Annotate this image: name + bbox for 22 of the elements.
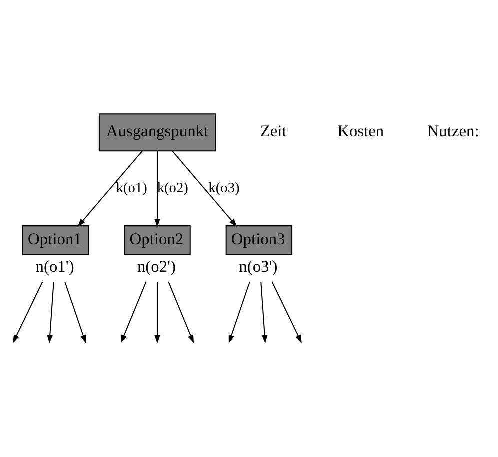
arrow — [154, 282, 160, 344]
arrow — [77, 150, 142, 228]
node-label: n(o3') — [238, 257, 278, 276]
node-label: n(o1') — [35, 257, 74, 276]
arrow — [172, 150, 237, 228]
arrow — [260, 282, 268, 344]
node-label: n(o2') — [136, 257, 176, 276]
arrow — [12, 282, 43, 344]
label: Zeit — [260, 122, 286, 140]
arrow — [46, 282, 54, 344]
edge-label: k(o2) — [156, 180, 188, 196]
arrow — [228, 282, 250, 344]
arrow — [154, 151, 160, 228]
edge-label: k(o3) — [208, 180, 240, 196]
arrow — [271, 282, 302, 344]
edge-label: k(o1) — [116, 180, 147, 196]
arrow — [120, 282, 146, 344]
label: Kosten — [337, 122, 384, 140]
arrow — [64, 282, 86, 344]
node-box: Ausgangspunkt — [98, 114, 216, 152]
arrow — [168, 282, 194, 344]
label: Nutzen: — [426, 122, 479, 140]
